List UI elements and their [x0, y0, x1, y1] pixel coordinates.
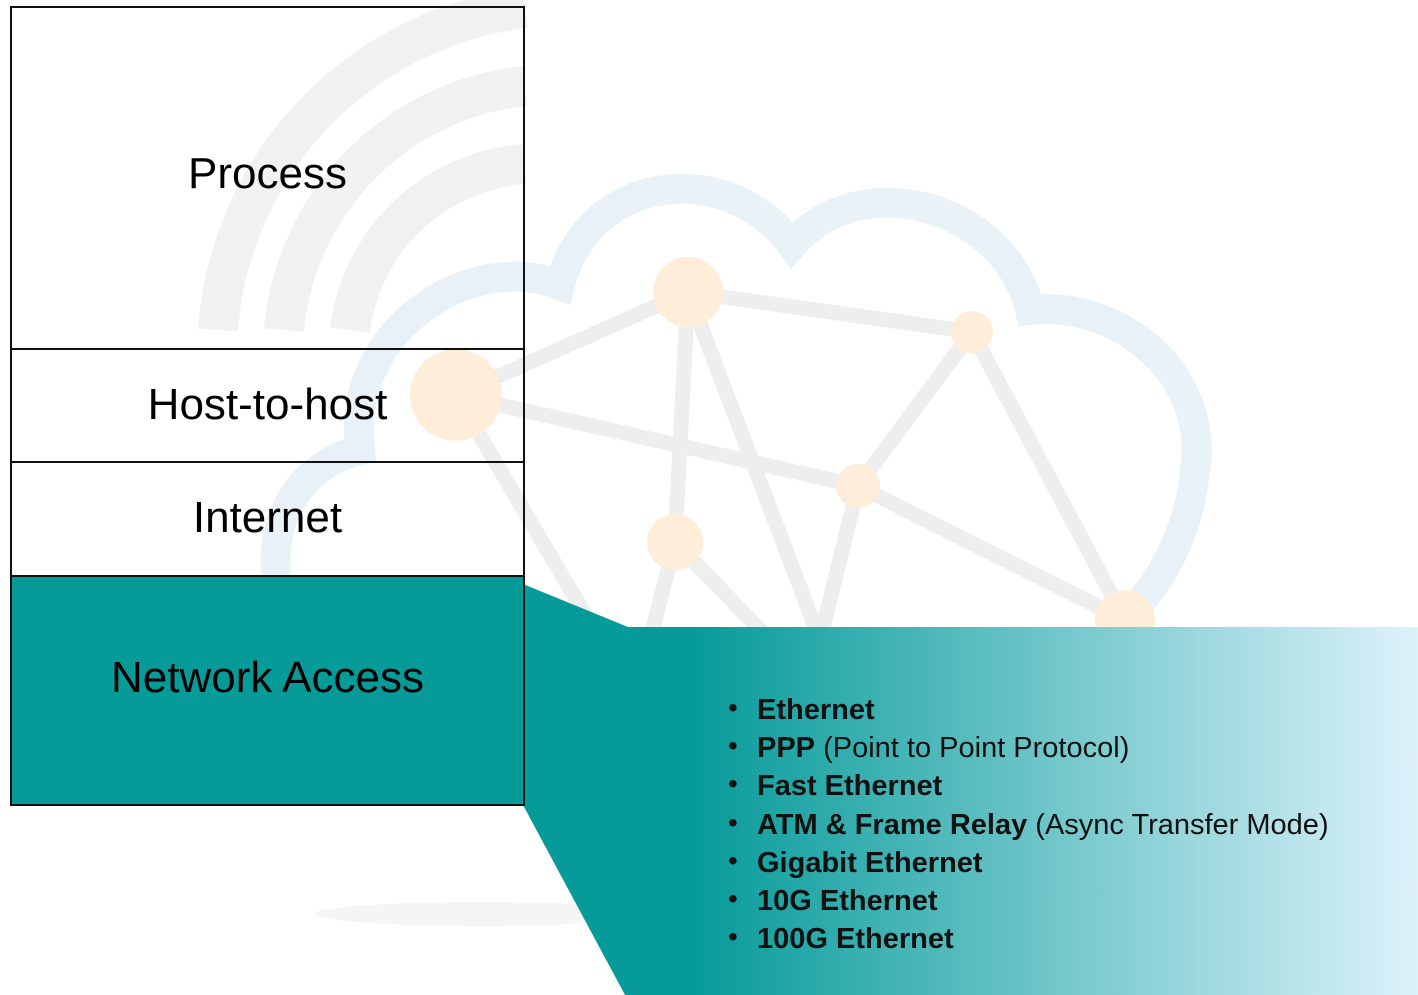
- network-access-technology-list: Ethernet PPP (Point to Point Protocol) F…: [728, 689, 1329, 958]
- layer-internet: Internet: [10, 461, 525, 577]
- wifi-arc-inner-icon: [330, 144, 527, 333]
- technology-term: Ethernet: [757, 694, 875, 726]
- layer-process: Process: [10, 6, 525, 350]
- list-item: Ethernet: [728, 689, 1329, 729]
- network-node-icon: [951, 311, 993, 353]
- list-item: 100G Ethernet: [728, 918, 1329, 958]
- layer-host-to-host: Host-to-host: [10, 348, 525, 463]
- technology-term: Gigabit Ethernet: [757, 846, 983, 879]
- shadow-ellipse-icon: [315, 902, 645, 926]
- technology-note: (Async Transfer Mode): [1035, 808, 1329, 841]
- wifi-arc-middle-icon: [264, 66, 528, 332]
- list-item: Fast Ethernet: [728, 765, 1329, 805]
- technology-term: 100G Ethernet: [757, 923, 954, 956]
- layer-label-process: Process: [188, 149, 347, 198]
- list-item: Gigabit Ethernet: [728, 842, 1329, 882]
- technology-term: PPP: [757, 732, 816, 765]
- list-item: 10G Ethernet: [728, 880, 1329, 920]
- tcp-ip-layer-stack: Process Host-to-host Internet Network Ac…: [10, 6, 525, 806]
- wifi-arc-outer-icon: [198, 0, 528, 332]
- layer-label-host-to-host: Host-to-host: [147, 379, 388, 429]
- technology-term: ATM & Frame Relay: [757, 808, 1028, 841]
- list-item: ATM & Frame Relay (Async Transfer Mode): [728, 804, 1329, 844]
- technology-term: Fast Ethernet: [757, 770, 943, 803]
- layer-network-access: Network Access: [10, 575, 525, 806]
- technology-term: 10G Ethernet: [757, 885, 938, 918]
- list-item: PPP (Point to Point Protocol): [728, 727, 1329, 767]
- network-node-icon: [647, 514, 703, 570]
- cloud-outline-icon: [260, 173, 1212, 655]
- layer-label-internet: Internet: [192, 493, 343, 542]
- layer-label-network-access: Network Access: [111, 652, 424, 702]
- network-node-icon: [410, 349, 502, 441]
- network-node-icon: [836, 464, 880, 508]
- network-node-icon: [653, 257, 723, 327]
- network-node-icon: [1095, 590, 1155, 650]
- technology-note: (Point to Point Protocol): [823, 732, 1130, 765]
